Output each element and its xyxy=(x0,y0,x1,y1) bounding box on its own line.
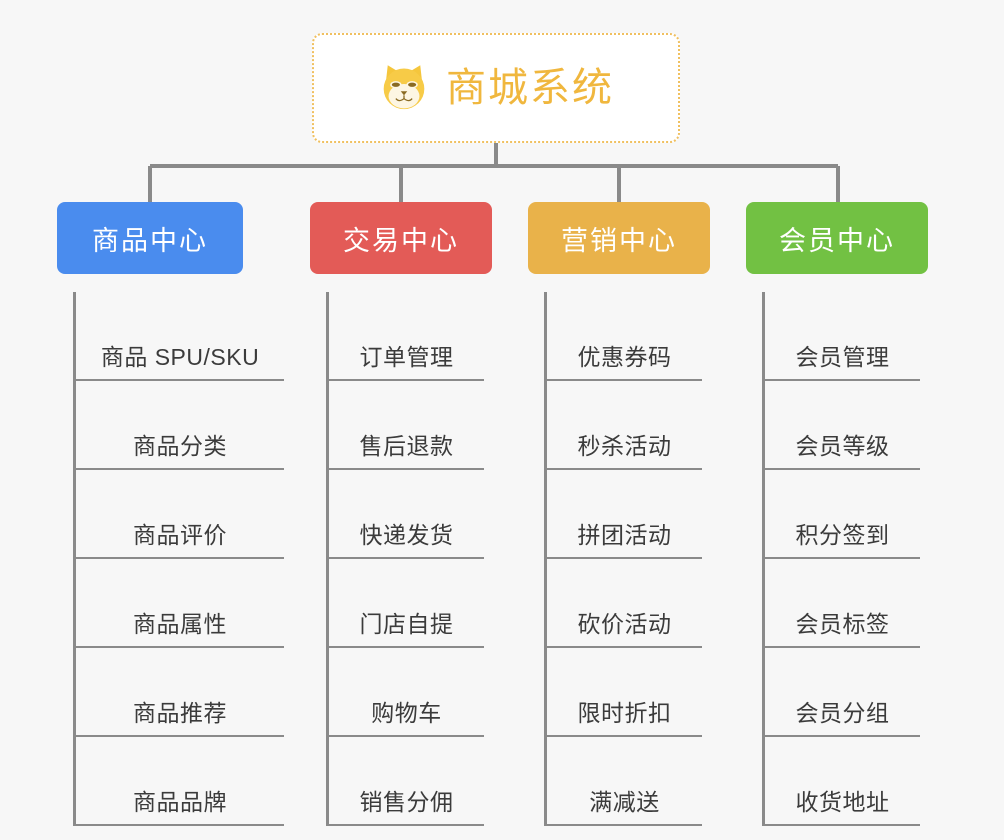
column-member-center: 会员中心 会员管理 会员等级 积分签到 会员标签 会员分组 收货地址 xyxy=(746,202,928,826)
list-item[interactable]: 秒杀活动 xyxy=(547,381,702,470)
leaf-label: 商品评价 xyxy=(133,522,227,548)
leaf-label: 拼团活动 xyxy=(577,522,672,548)
list-item[interactable]: 拼团活动 xyxy=(547,470,702,559)
list-item[interactable]: 会员分组 xyxy=(765,648,920,737)
list-item[interactable]: 门店自提 xyxy=(329,559,484,648)
column-marketing-center: 营销中心 优惠券码 秒杀活动 拼团活动 砍价活动 限时折扣 满减送 xyxy=(528,202,710,826)
leaf-label: 快递发货 xyxy=(359,522,454,548)
leaf-list-marketing-center: 优惠券码 秒杀活动 拼团活动 砍价活动 限时折扣 满减送 xyxy=(544,292,710,826)
list-item[interactable]: 会员管理 xyxy=(765,292,920,381)
leaf-list-trade-center: 订单管理 售后退款 快递发货 门店自提 购物车 销售分佣 xyxy=(326,292,492,826)
category-header-marketing-center[interactable]: 营销中心 xyxy=(528,202,710,274)
list-item[interactable]: 积分签到 xyxy=(765,470,920,559)
list-item[interactable]: 商品分类 xyxy=(76,381,284,470)
category-label: 营销中心 xyxy=(561,225,677,256)
list-item[interactable]: 满减送 xyxy=(547,737,702,826)
shiba-dog-face-icon xyxy=(383,65,425,110)
leaf-label: 会员分组 xyxy=(795,700,890,726)
leaf-label: 商品推荐 xyxy=(133,700,227,726)
list-item[interactable]: 商品评价 xyxy=(76,470,284,559)
leaf-label: 购物车 xyxy=(371,700,442,726)
leaf-label: 限时折扣 xyxy=(577,700,672,726)
column-product-center: 商品中心 商品 SPU/SKU 商品分类 商品评价 商品属性 商品推荐 商品品牌 xyxy=(57,202,284,826)
leaf-label: 会员等级 xyxy=(795,433,890,459)
leaf-label: 砍价活动 xyxy=(577,611,672,637)
leaf-label: 积分签到 xyxy=(795,522,890,548)
leaf-label: 商品品牌 xyxy=(133,789,227,815)
list-item[interactable]: 限时折扣 xyxy=(547,648,702,737)
root-node[interactable]: 商城系统 xyxy=(312,33,680,143)
list-item[interactable]: 商品 SPU/SKU xyxy=(76,292,284,381)
leaf-label: 会员标签 xyxy=(795,611,890,637)
category-header-trade-center[interactable]: 交易中心 xyxy=(310,202,492,274)
leaf-label: 优惠券码 xyxy=(577,344,672,370)
list-item[interactable]: 售后退款 xyxy=(329,381,484,470)
leaf-label: 会员管理 xyxy=(795,344,890,370)
list-item[interactable]: 商品属性 xyxy=(76,559,284,648)
leaf-label: 商品分类 xyxy=(133,433,227,459)
category-header-product-center[interactable]: 商品中心 xyxy=(57,202,243,274)
leaf-label: 销售分佣 xyxy=(359,789,454,815)
leaf-label: 商品 SPU/SKU xyxy=(100,344,260,370)
root-title: 商城系统 xyxy=(446,66,614,110)
leaf-list-member-center: 会员管理 会员等级 积分签到 会员标签 会员分组 收货地址 xyxy=(762,292,928,826)
leaf-label: 收货地址 xyxy=(795,789,890,815)
leaf-list-product-center: 商品 SPU/SKU 商品分类 商品评价 商品属性 商品推荐 商品品牌 xyxy=(73,292,284,826)
leaf-label: 商品属性 xyxy=(133,611,227,637)
list-item[interactable]: 商品推荐 xyxy=(76,648,284,737)
category-label: 商品中心 xyxy=(92,225,208,256)
list-item[interactable]: 会员标签 xyxy=(765,559,920,648)
leaf-label: 秒杀活动 xyxy=(577,433,672,459)
list-item[interactable]: 会员等级 xyxy=(765,381,920,470)
list-item[interactable]: 商品品牌 xyxy=(76,737,284,826)
category-header-member-center[interactable]: 会员中心 xyxy=(746,202,928,274)
leaf-label: 订单管理 xyxy=(359,344,454,370)
list-item[interactable]: 砍价活动 xyxy=(547,559,702,648)
column-trade-center: 交易中心 订单管理 售后退款 快递发货 门店自提 购物车 销售分佣 xyxy=(310,202,492,826)
list-item[interactable]: 快递发货 xyxy=(329,470,484,559)
category-label: 交易中心 xyxy=(343,225,459,256)
list-item[interactable]: 收货地址 xyxy=(765,737,920,826)
list-item[interactable]: 订单管理 xyxy=(329,292,484,381)
leaf-label: 售后退款 xyxy=(359,433,454,459)
category-label: 会员中心 xyxy=(779,225,895,256)
list-item[interactable]: 优惠券码 xyxy=(547,292,702,381)
list-item[interactable]: 销售分佣 xyxy=(329,737,484,826)
leaf-label: 满减送 xyxy=(589,789,660,815)
list-item[interactable]: 购物车 xyxy=(329,648,484,737)
leaf-label: 门店自提 xyxy=(359,611,454,637)
